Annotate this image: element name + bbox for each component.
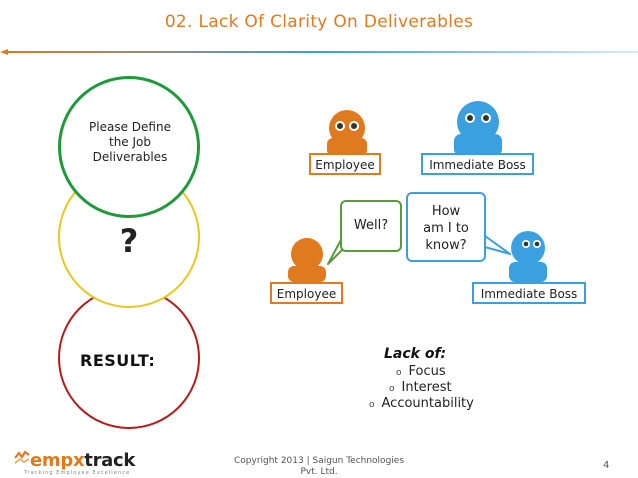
logo-tagline: Tracking Employee Excellence <box>24 470 131 476</box>
bullet-circle-icon: o <box>389 384 395 394</box>
bullet-circle-icon: o <box>396 368 402 378</box>
slide-title: 02. Lack Of Clarity On Deliverables <box>164 12 474 32</box>
title-divider <box>0 49 638 55</box>
boss-person-icon <box>454 101 502 156</box>
top-boss-label: Immediate Boss <box>421 153 534 175</box>
employee-person-icon <box>288 238 326 282</box>
top-employee-label: Employee <box>309 153 381 175</box>
result-circle <box>58 287 200 429</box>
bullet-circle-icon: o <box>369 400 375 410</box>
copyright-text: Copyright 2013 | Saigun Technologies Pvt… <box>233 456 405 477</box>
lack-of-heading: Lack of: <box>384 346 447 362</box>
empxtrack-logo-text: empxtrack <box>30 450 136 471</box>
result-label: RESULT: <box>80 351 156 370</box>
define-text: Please Define the Job Deliverables <box>89 120 171 164</box>
boss-person-icon <box>509 231 547 282</box>
bottom-employee-label: Employee <box>270 282 343 304</box>
how-speech-bubble: How am I to know? <box>406 192 486 262</box>
employee-person-icon <box>327 110 367 156</box>
empxtrack-logo-icon <box>14 451 30 464</box>
page-number: 4 <box>603 460 610 471</box>
define-circle <box>58 76 200 218</box>
bottom-boss-label: Immediate Boss <box>472 282 586 304</box>
question-mark: ? <box>119 222 139 260</box>
well-speech-bubble: Well? <box>340 200 402 252</box>
